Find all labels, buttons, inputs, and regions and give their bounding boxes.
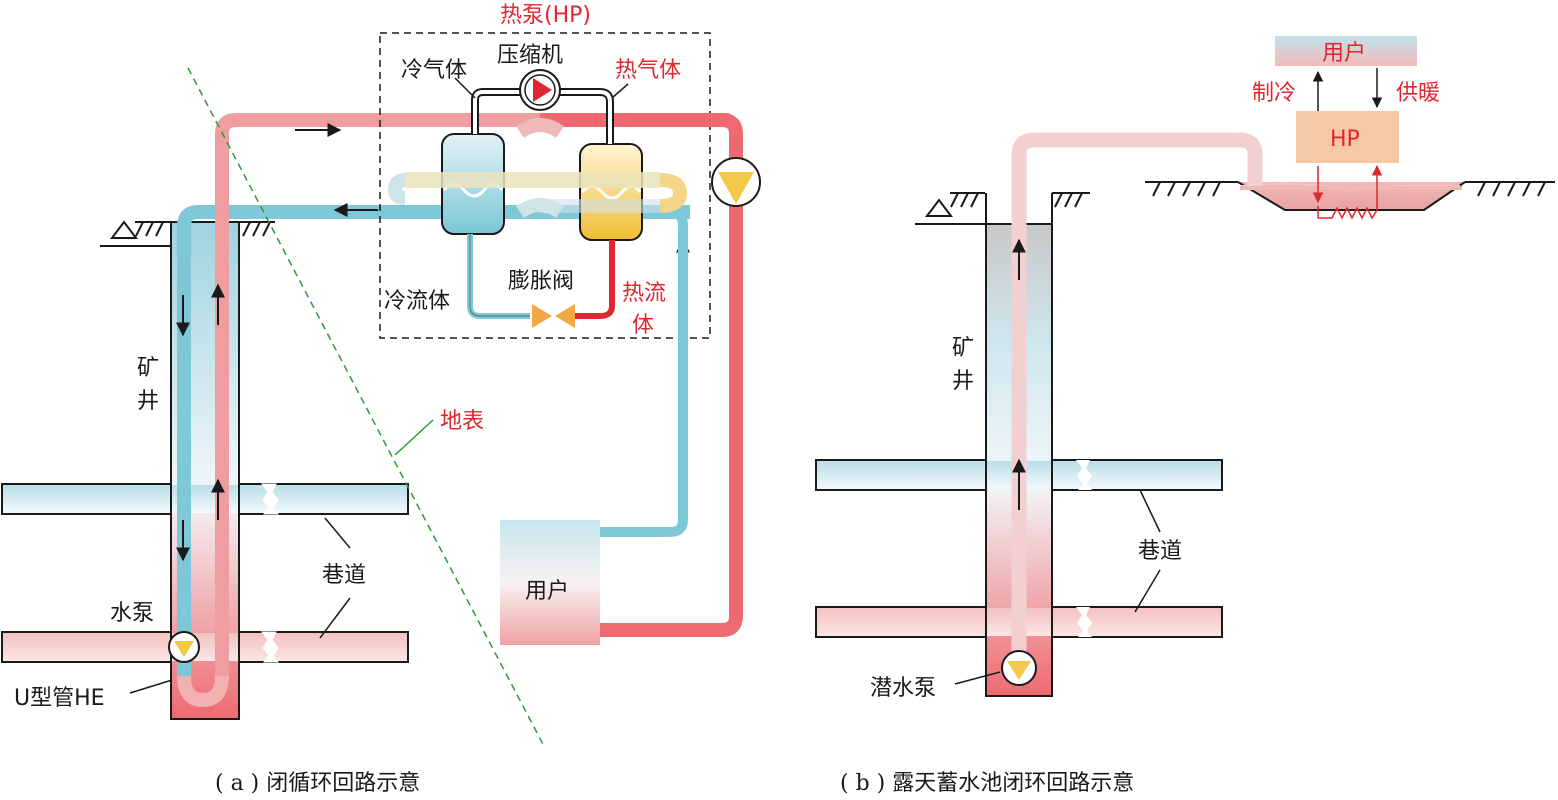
label-shaft-2: 井	[137, 389, 159, 414]
submersible-pump	[1001, 650, 1037, 686]
label-hot-gas: 热气体	[615, 58, 681, 83]
label-expansion-valve: 膨胀阀	[508, 269, 574, 294]
label-u-tube: U型管HE	[14, 686, 105, 711]
label-roadway: 巷道	[322, 563, 366, 588]
label-compressor: 压缩机	[497, 43, 563, 68]
condenser	[579, 143, 643, 241]
ground-symbol-left	[100, 220, 275, 247]
hp-box	[1296, 111, 1399, 163]
user-box-a	[500, 520, 600, 645]
expansion-valve	[532, 304, 575, 328]
user-box-b	[1275, 36, 1417, 66]
compressor	[519, 69, 561, 111]
panel-b	[815, 36, 1555, 697]
heat-pump-box	[379, 32, 711, 339]
label-hot-fluid-1: 热流	[622, 281, 666, 306]
caption-a: ( a ) 闭循环回路示意	[215, 771, 420, 796]
label-cold-fluid: 冷流体	[384, 289, 450, 314]
panel-a	[1, 32, 761, 749]
circulation-pump	[711, 157, 761, 207]
label-cooling: 制冷	[1252, 81, 1296, 106]
ground-surface-line	[187, 67, 546, 749]
label-shaft-1: 矿	[137, 356, 159, 381]
label-heat-pump: 热泵(HP)	[500, 3, 591, 28]
label-user-b: 用户	[1322, 41, 1366, 66]
label-ground-surface: 地表	[440, 409, 484, 434]
label-hot-fluid-2: 体	[632, 313, 654, 338]
caption-b: ( b ) 露天蓄水池闭环回路示意	[840, 771, 1134, 796]
break-mark	[261, 483, 280, 663]
label-water-pump: 水泵	[110, 601, 154, 626]
label-shaft-b-2: 井	[952, 369, 974, 394]
label-roadway-b: 巷道	[1138, 539, 1182, 564]
label-heating: 供暖	[1396, 81, 1440, 106]
label-user-a: 用户	[525, 579, 569, 604]
label-cold-gas: 冷气体	[401, 58, 467, 83]
label-hp: HP	[1330, 127, 1360, 152]
label-submersible-pump: 潜水泵	[870, 676, 936, 701]
label-shaft-b-1: 矿	[952, 336, 974, 361]
water-pump	[168, 631, 200, 663]
